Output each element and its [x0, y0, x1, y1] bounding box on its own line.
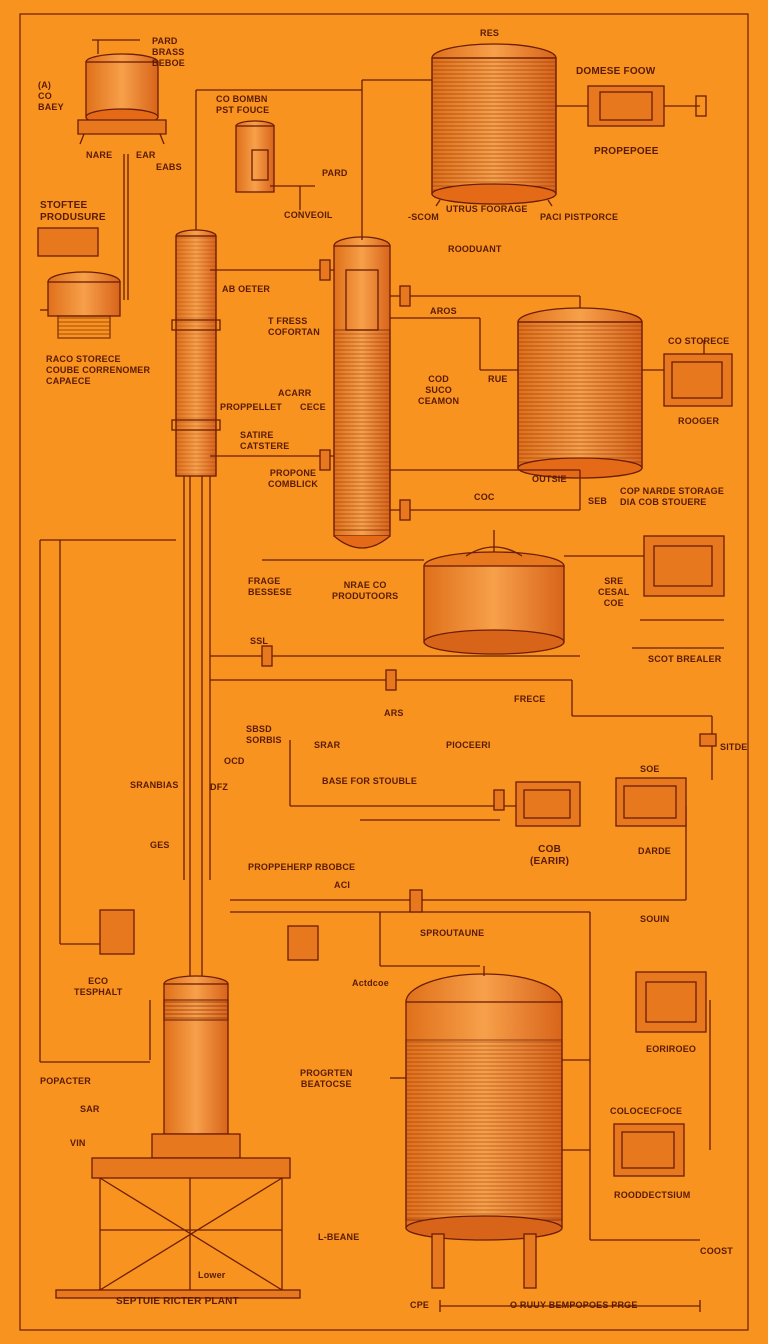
aci-label: ACI	[334, 880, 351, 890]
sitde-label: SITDE	[720, 742, 748, 752]
pump-top-right	[587, 85, 707, 127]
co-storece-label: CO STORECE	[668, 336, 730, 346]
proppeherp-label: PROPPEHERP RBOBCE	[248, 862, 356, 872]
cece-label: CECE	[300, 402, 326, 412]
cop-narde-label: COP NARDE STORAGE DIA COB STOUERE	[620, 486, 725, 507]
ab-oeter-label: AB OETER	[222, 284, 271, 294]
roodulant-label: ROODUANT	[448, 244, 502, 254]
eco-label: ECO TESPHALT	[74, 976, 123, 997]
cod-suco-label: COD SUCO CEAMON	[418, 374, 460, 406]
coost-label: COOST	[700, 1246, 734, 1256]
stoftee-label: STOFTEE PRODUSURE	[40, 200, 106, 223]
progrten-label: PROGRTEN BEATOCSE	[300, 1068, 353, 1089]
sranbias-label: SRANBIAS	[130, 780, 179, 790]
septuie-ricter-plant-label: SEPTUIE RICTER PLANT	[116, 1296, 239, 1307]
piocereri-label: PIOCEERI	[446, 740, 491, 750]
eabs-label: EABS	[156, 162, 182, 172]
domese-foow-label: DOMESE FOOW	[576, 66, 656, 77]
vin-label: VIN	[70, 1138, 86, 1148]
bottom-dimension-label: O RUUY BEMPOPOES PRGE	[510, 1300, 638, 1310]
left-pump-assembly	[37, 227, 121, 339]
frece-label: FRECE	[514, 694, 546, 704]
top-left-tank-label: PARD BRASS BEBOE	[152, 36, 186, 68]
sproutaune-label: SPROUTAUNE	[420, 928, 485, 938]
frage-label: FRAGE BESSESE	[248, 576, 292, 597]
ocd-label: OCD	[224, 756, 245, 766]
sar-label: SAR	[80, 1104, 100, 1114]
scom-label: -SCOM	[408, 212, 439, 222]
top-left-tank	[77, 39, 167, 300]
sre-cesal-label: SRE CESAL COE	[598, 576, 630, 608]
ssl-label: SSL	[250, 636, 269, 646]
large-bottom-tank	[390, 966, 590, 1289]
scot-brealer-label: SCOT BREALER	[648, 654, 722, 664]
actdcoe-label: Actdcoe	[352, 978, 389, 988]
pump-right-lower	[632, 535, 725, 649]
distribution-pipes	[39, 269, 713, 1241]
eoriroeo-label: EORIROEO	[646, 1044, 697, 1054]
acarr-label: ACARR	[278, 388, 312, 398]
pard-mid-label: PARD	[322, 168, 348, 178]
sbsd-label: SBSD SORBIS	[246, 724, 282, 745]
darde-label: DARDE	[638, 846, 672, 856]
race-storece-label: RACO STORECE COUBE CORRENOMER CAPAECE	[46, 354, 151, 386]
lower-label: Lower	[198, 1270, 226, 1280]
propone-label: PROPONE COMBLICK	[268, 468, 319, 489]
co-bomb-label: CO BOMBN PST FOUCE	[216, 94, 270, 115]
base-for-stouble-label: BASE FOR STOUBLE	[322, 776, 418, 786]
seb-label: SEB	[588, 496, 608, 506]
srar-label: SRAR	[314, 740, 341, 750]
nrae-co-label: NRAE CO PRODUTOORS	[332, 580, 399, 601]
reactor-frame	[55, 975, 301, 1299]
colocecfoce-label: COLOCECFOCE	[610, 1106, 683, 1116]
left-co-label: (A) CO BAEY	[38, 80, 64, 112]
satire-label: SATIRE CATSTERE	[240, 430, 290, 451]
res-top-label: RES	[480, 28, 500, 38]
aros-label: AROS	[430, 306, 457, 316]
tall-column-left	[171, 89, 362, 980]
t-fress-label: T FRESS COFORTAN	[268, 316, 320, 337]
small-vessel-top	[235, 120, 315, 210]
bottom-cpe-label: CPE	[410, 1300, 430, 1310]
soe-label: SOE	[640, 764, 660, 774]
dfz-label: DFZ	[210, 782, 229, 792]
coc-label: COC	[474, 492, 495, 502]
propepoee-label: PROPEPOEE	[594, 146, 659, 157]
right-mid-storage-tank	[390, 295, 668, 479]
valve-symbols	[99, 259, 717, 961]
pump-right-mid	[663, 340, 733, 407]
ars-label: ARS	[384, 708, 404, 718]
open-vat	[262, 530, 650, 655]
l-beane-label: L-BEANE	[318, 1232, 360, 1242]
jacketed-column-center	[333, 79, 420, 549]
pump-right-bottom	[613, 971, 707, 1177]
conveoil-label: CONVEOIL	[284, 210, 333, 220]
pacl-pistporce-label: PACl PISTPORCE	[540, 212, 619, 222]
frame-border	[19, 13, 749, 1331]
pump-pair-center	[515, 777, 687, 827]
top-right-storage-tank	[420, 43, 590, 207]
nare-label: NARE	[86, 150, 113, 160]
rooddectsium-label: ROODDECTSIUM	[614, 1190, 691, 1200]
ear-label: EAR	[136, 150, 156, 160]
ges-label: GES	[150, 840, 170, 850]
bottom-dimension	[439, 1300, 701, 1312]
rue-label: RUE	[488, 374, 508, 384]
outsie-label: OUTSIE	[532, 474, 567, 484]
souin-label: SOUIN	[640, 914, 670, 924]
rooger-label: ROOGER	[678, 416, 720, 426]
cob-earir-label: COB (EARIR)	[530, 844, 570, 867]
utrus-foorage-label: UTRUS FOORAGE	[446, 204, 528, 214]
propellet-label: PROPPELLET	[220, 402, 283, 412]
popacter-label: POPACTER	[40, 1076, 91, 1086]
